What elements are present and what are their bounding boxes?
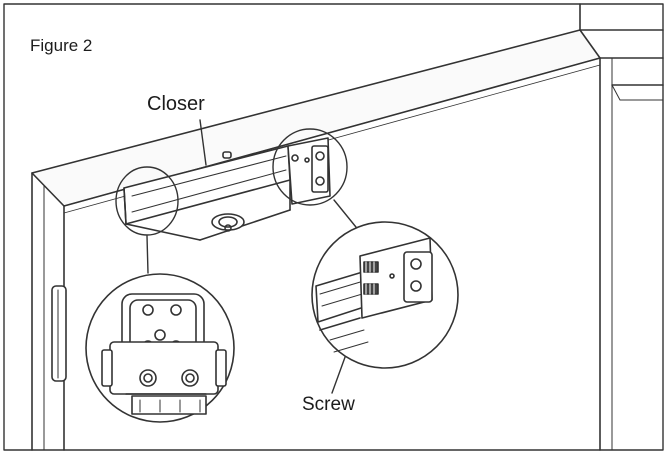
closer-label: Closer	[147, 93, 205, 115]
leader-closer	[199, 119, 207, 166]
callout-circle-left	[115, 166, 179, 236]
zoom-view-left	[85, 273, 235, 423]
zoom-view-right	[311, 221, 459, 369]
closer-body	[123, 145, 291, 241]
leader-left-zoom	[146, 235, 149, 274]
figure-frame	[3, 3, 664, 451]
hinge	[51, 285, 67, 382]
callout-circle-right	[272, 128, 348, 206]
figure-title: Figure 2	[30, 36, 93, 55]
leader-right-zoom	[333, 199, 361, 233]
screw-label: Screw	[302, 394, 355, 415]
mounting-bracket	[287, 137, 331, 205]
